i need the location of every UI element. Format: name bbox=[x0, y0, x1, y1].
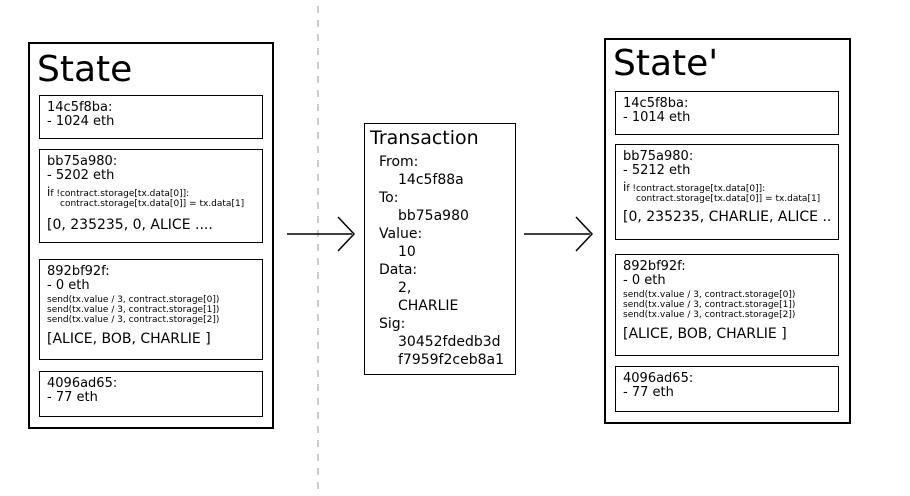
account-balance: - 77 eth bbox=[47, 390, 98, 405]
account-892bf92f: 892bf92f: - 0 eth send(tx.value / 3, con… bbox=[39, 259, 263, 360]
account-address: 14c5f8ba: bbox=[623, 96, 689, 111]
contract-code-line: send(tx.value / 3, contract.storage[0]) bbox=[623, 290, 796, 300]
tx-from-value: 14c5f88a bbox=[398, 172, 464, 188]
contract-storage: [0, 235235, CHARLIE, ALICE .. bbox=[623, 209, 832, 225]
account-balance: - 1024 eth bbox=[47, 114, 115, 129]
tx-data-label: Data: bbox=[379, 262, 418, 278]
account-892bf92f: 892bf92f: - 0 eth send(tx.value / 3, con… bbox=[615, 254, 839, 356]
contract-code-line: if !contract.storage[tx.data[0]]: bbox=[47, 185, 190, 199]
account-balance: - 77 eth bbox=[623, 385, 674, 400]
transaction-title: Transaction bbox=[370, 127, 479, 149]
tx-to-label: To: bbox=[379, 190, 399, 206]
tx-value-value: 10 bbox=[398, 244, 416, 260]
tx-data-value: 2, bbox=[398, 280, 412, 296]
transaction-box: Transaction From: 14c5f88a To: bb75a980 … bbox=[364, 123, 516, 375]
contract-code-line: send(tx.value / 3, contract.storage[2]) bbox=[623, 310, 796, 320]
account-balance: - 0 eth bbox=[623, 273, 666, 288]
state-title: State bbox=[37, 49, 133, 90]
tx-sig-value: f7959f2ceb8a1 bbox=[398, 352, 504, 368]
tx-sig-label: Sig: bbox=[379, 316, 406, 332]
contract-storage: [ALICE, BOB, CHARLIE ] bbox=[47, 331, 211, 347]
tx-data-value: CHARLIE bbox=[398, 298, 459, 314]
tx-value-label: Value: bbox=[379, 226, 423, 242]
account-balance: - 5202 eth bbox=[47, 168, 115, 183]
arrow-transaction-to-state-prime bbox=[524, 216, 594, 252]
account-14c5f8ba: 14c5f8ba: - 1024 eth bbox=[39, 95, 263, 139]
contract-storage: [0, 235235, 0, ALICE .... bbox=[47, 217, 213, 233]
contract-code-line: send(tx.value / 3, contract.storage[2]) bbox=[47, 315, 220, 325]
account-balance: - 5212 eth bbox=[623, 163, 691, 178]
contract-code-line: if !contract.storage[tx.data[0]]: bbox=[623, 180, 766, 194]
contract-code-line: contract.storage[tx.data[0]] = tx.data[1… bbox=[636, 194, 821, 204]
account-4096ad65: 4096ad65: - 77 eth bbox=[39, 371, 263, 417]
account-address: 892bf92f: bbox=[623, 259, 686, 274]
account-address: 14c5f8ba: bbox=[47, 100, 113, 115]
account-bb75a980: bb75a980: - 5212 eth if !contract.storag… bbox=[615, 144, 839, 240]
contract-code-line: send(tx.value / 3, contract.storage[1]) bbox=[47, 305, 220, 315]
account-14c5f8ba: 14c5f8ba: - 1014 eth bbox=[615, 91, 839, 135]
account-4096ad65: 4096ad65: - 77 eth bbox=[615, 366, 839, 412]
arrow-state-to-transaction bbox=[287, 216, 356, 252]
account-address: 4096ad65: bbox=[47, 376, 118, 391]
state-prime-box: State' 14c5f8ba: - 1014 eth bb75a980: - … bbox=[604, 38, 851, 424]
state-box: State 14c5f8ba: - 1024 eth bb75a980: - 5… bbox=[28, 42, 274, 429]
account-address: bb75a980: bbox=[47, 154, 118, 169]
account-bb75a980: bb75a980: - 5202 eth if !contract.storag… bbox=[39, 149, 263, 243]
account-balance: - 1014 eth bbox=[623, 110, 691, 125]
account-address: 892bf92f: bbox=[47, 264, 110, 279]
contract-code-line: contract.storage[tx.data[0]] = tx.data[1… bbox=[60, 199, 245, 209]
contract-code-line: send(tx.value / 3, contract.storage[1]) bbox=[623, 300, 796, 310]
account-address: bb75a980: bbox=[623, 149, 694, 164]
state-prime-title: State' bbox=[613, 43, 719, 84]
tx-to-value: bb75a980 bbox=[398, 208, 469, 224]
tx-sig-value: 30452fdedb3d bbox=[398, 334, 501, 350]
tx-from-label: From: bbox=[379, 154, 419, 170]
contract-storage: [ALICE, BOB, CHARLIE ] bbox=[623, 326, 787, 342]
account-address: 4096ad65: bbox=[623, 371, 694, 386]
account-balance: - 0 eth bbox=[47, 278, 90, 293]
contract-code-line: send(tx.value / 3, contract.storage[0]) bbox=[47, 295, 220, 305]
